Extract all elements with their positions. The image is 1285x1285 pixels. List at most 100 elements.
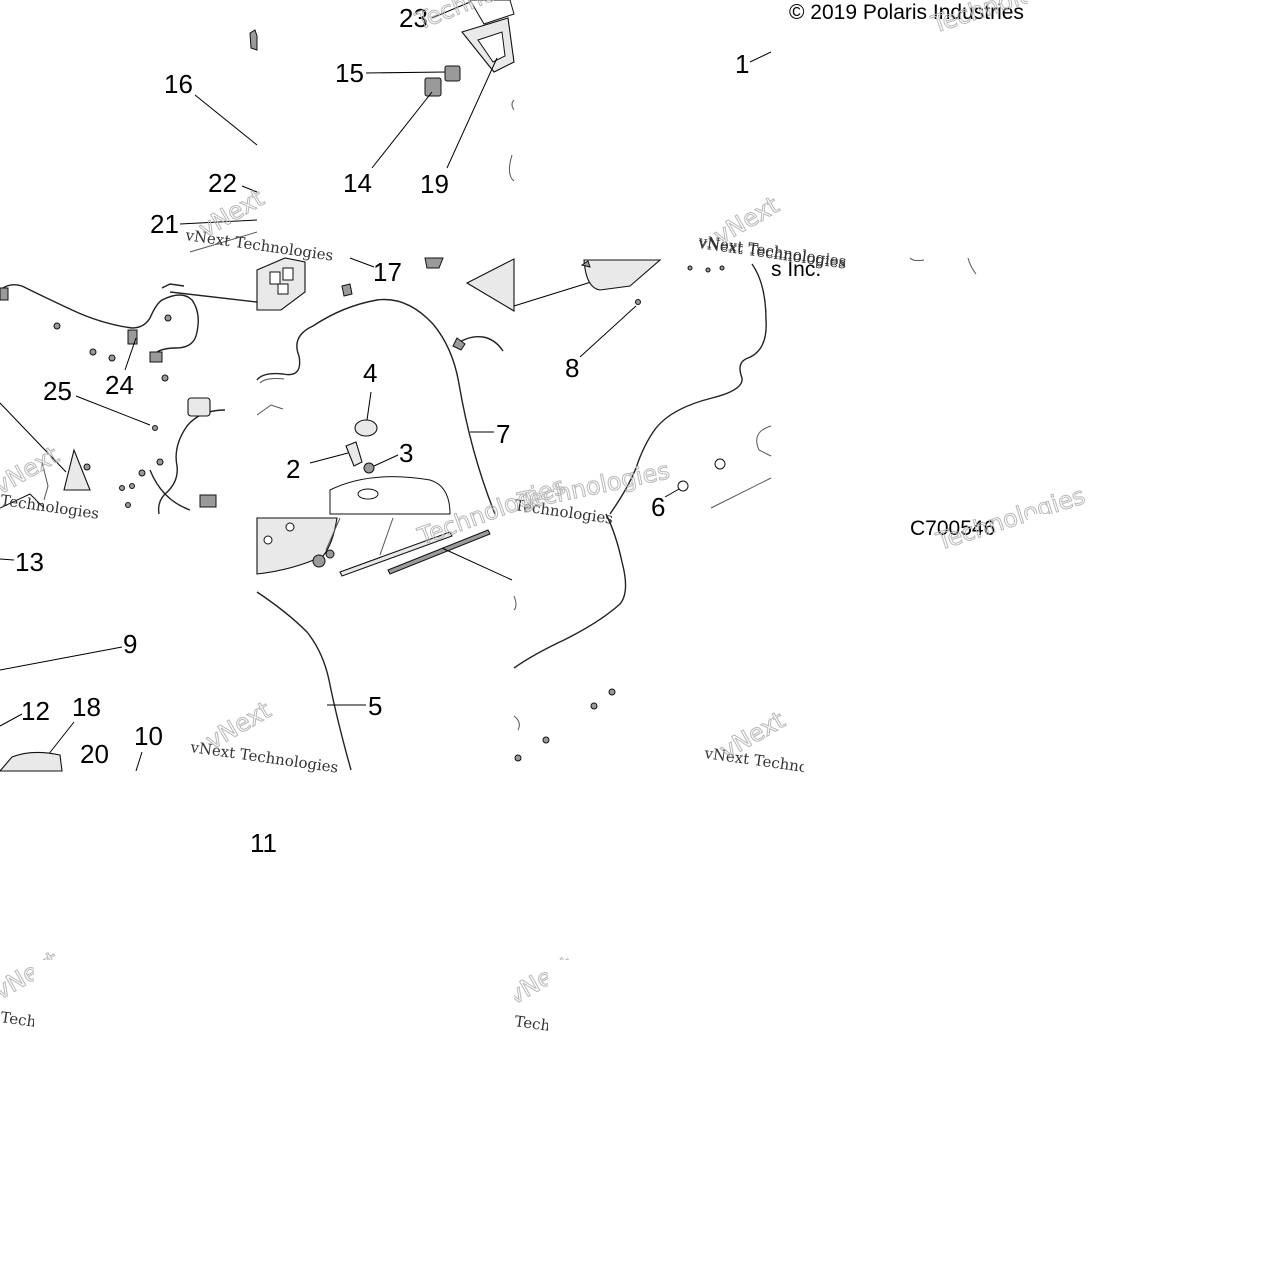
tray-part	[0, 493, 45, 509]
rod-part	[189, 231, 258, 253]
callout-16: 16	[164, 69, 193, 99]
bracket-hole-2	[263, 535, 273, 545]
leader-1	[749, 51, 772, 63]
leader-25	[75, 395, 151, 426]
rod-part-4	[379, 517, 394, 556]
callout-13: 13	[15, 547, 44, 577]
washer-tube-main	[609, 263, 767, 515]
washer-tube-5	[256, 591, 352, 771]
copyright-fragment: s Inc.	[771, 258, 821, 281]
leader-4	[366, 391, 372, 421]
fastener	[83, 463, 91, 471]
leader-14	[371, 91, 433, 169]
cap-part-4	[354, 419, 378, 437]
reservoir-bracket	[256, 517, 338, 575]
bracket-hole	[285, 522, 295, 532]
leader-6	[664, 488, 680, 498]
leader-15	[365, 71, 447, 74]
edge-part-3	[967, 257, 977, 275]
connector-part	[0, 287, 9, 301]
tile-r2-c2: vNext Technologies vNext	[513, 513, 854, 783]
fastener	[719, 265, 725, 271]
leader-23	[431, 1, 471, 19]
chain-part	[41, 461, 49, 501]
rod-part-2	[256, 404, 284, 416]
nut-part	[312, 554, 326, 568]
callout-6: 6	[651, 492, 665, 522]
clip-17	[341, 283, 353, 297]
leader-3	[373, 454, 399, 467]
tile-r2-c0: 13 9 12 18 20 10 vNext Technologies vNex…	[0, 547, 340, 777]
reservoir-neck	[357, 488, 379, 500]
callout-15: 15	[335, 58, 364, 88]
license-plate-bracket	[0, 751, 63, 772]
connector-part-4	[199, 494, 217, 508]
leader-9	[0, 646, 123, 671]
edge-part-5	[513, 595, 517, 611]
connector-17	[424, 257, 444, 269]
tube-part-b	[756, 425, 772, 457]
fastener	[542, 736, 550, 744]
callout-19: 19	[420, 169, 449, 199]
harness-tube-2	[169, 291, 258, 303]
callout-2: 2	[286, 454, 300, 484]
panel-part-2	[583, 259, 662, 291]
callout-10: 10	[134, 721, 163, 751]
wiper-blade	[387, 529, 491, 575]
callout-5: 5	[368, 691, 382, 721]
callout-4: 4	[363, 358, 377, 388]
reflector-part	[63, 448, 91, 491]
leader-21	[179, 219, 258, 225]
callout-9: 9	[123, 629, 137, 659]
connector-part-2	[149, 351, 163, 363]
leader-12	[0, 713, 23, 727]
leader-panel	[513, 277, 605, 307]
tube-part-c	[710, 477, 772, 509]
tile-gap-2	[1028, 514, 1285, 774]
fitting-part	[714, 458, 726, 470]
edge-part-4	[909, 257, 925, 262]
leader-22	[241, 185, 258, 193]
edge-part-6	[513, 715, 520, 731]
leader-2	[309, 452, 349, 464]
trim-part	[465, 258, 515, 312]
harness-tube	[0, 283, 199, 359]
callout-18: 18	[72, 692, 101, 722]
watermark-text-3: Technologies	[0, 491, 100, 523]
switch-part-15	[444, 65, 461, 82]
fastener	[108, 354, 116, 362]
leader-24	[124, 337, 137, 371]
switch-slot-3	[277, 283, 289, 295]
fastener	[161, 374, 169, 382]
reservoir-part	[329, 476, 451, 515]
fastener	[125, 502, 131, 508]
callout-24: 24	[105, 370, 134, 400]
fastener	[89, 348, 97, 356]
callout-21: 21	[150, 209, 179, 239]
fastener	[53, 322, 61, 330]
harness-tube-3	[161, 283, 185, 289]
fastener	[705, 267, 711, 273]
harness-tube-4	[157, 409, 226, 515]
switch-slot-2	[282, 267, 294, 281]
tile-r1-c0: 24 25 Technologies vNext	[0, 283, 258, 523]
leader-13	[0, 558, 15, 561]
fastener	[129, 483, 135, 489]
callout-23: 23	[399, 3, 428, 33]
tile-r0-c0: 16 22 21 vNext Technologies vNext	[150, 29, 335, 265]
fastener	[590, 702, 598, 710]
watermark-brand-3: vNext	[0, 441, 64, 500]
switch-part-14	[424, 77, 442, 97]
leader-17	[349, 257, 375, 268]
fastener	[152, 425, 158, 431]
washer-tube-main-2	[513, 513, 627, 669]
callout-1: 1	[735, 49, 749, 79]
tile-gap-4	[548, 960, 1028, 1040]
fastener	[119, 485, 125, 491]
callout-3: 3	[399, 438, 413, 468]
fastener	[138, 469, 146, 477]
fastener	[635, 299, 641, 305]
copyright-text: © 2019 Polaris Industries Inc.	[789, 1, 1064, 24]
fastener	[608, 688, 616, 696]
tile-r2-c1: 5 Technologies	[256, 471, 569, 771]
